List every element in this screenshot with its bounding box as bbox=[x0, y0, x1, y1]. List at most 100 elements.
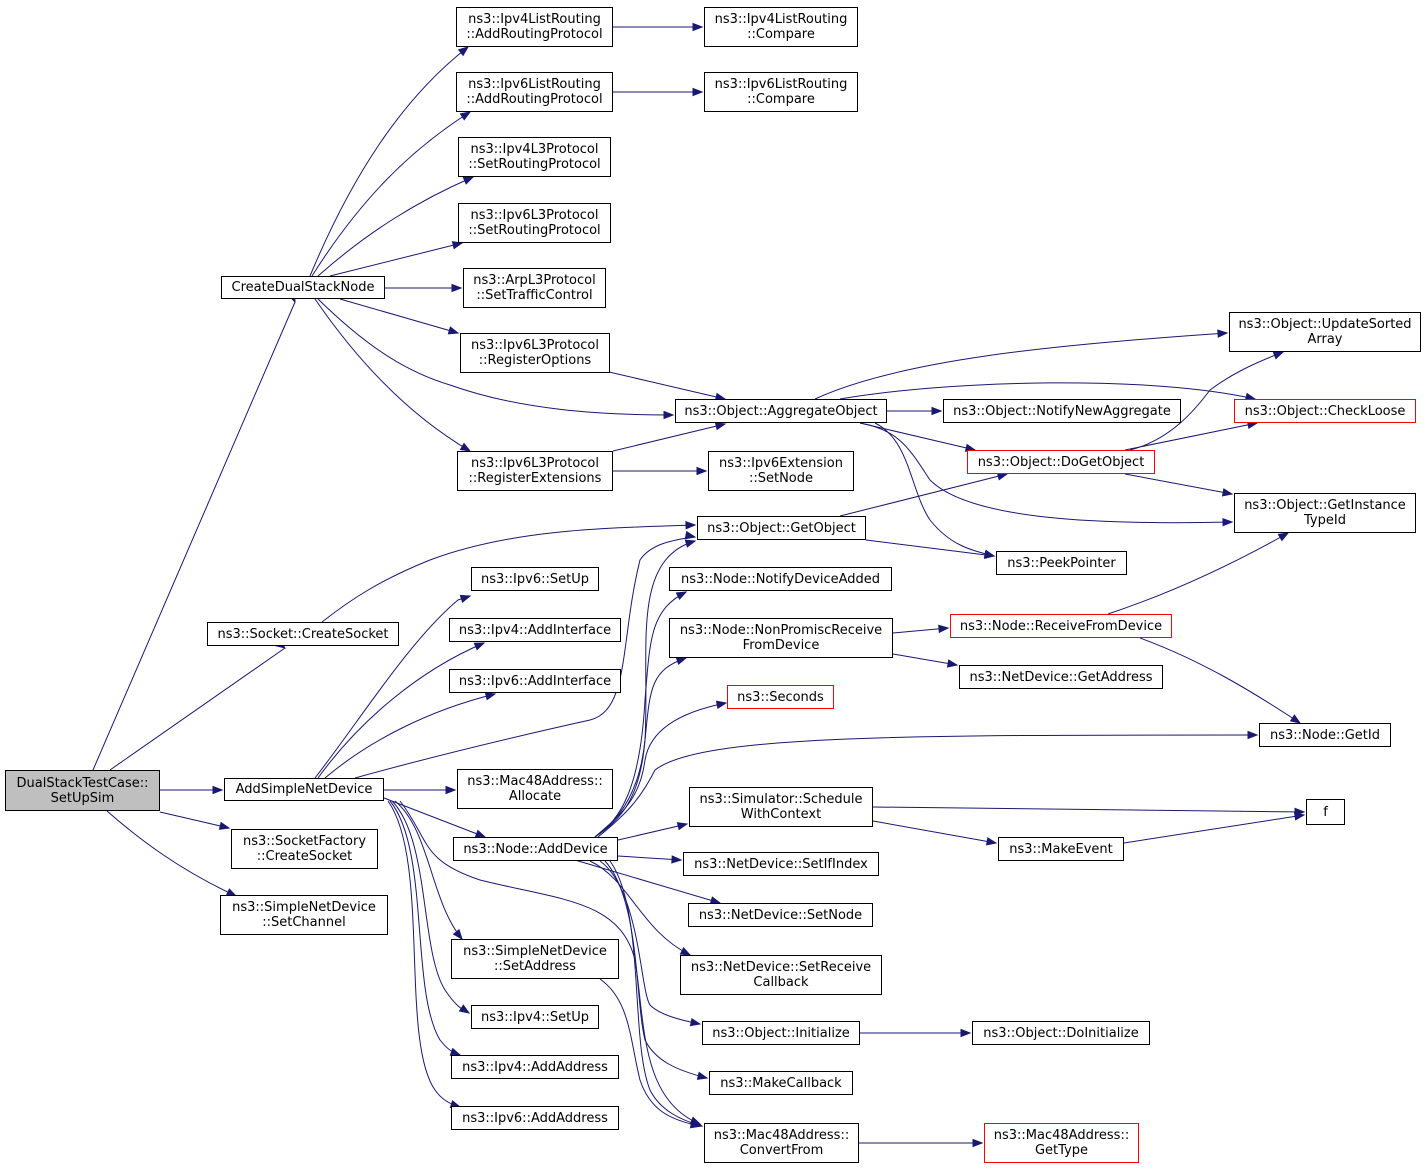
node-net-device-get-address[interactable]: ns3::NetDevice::GetAddress bbox=[959, 665, 1163, 689]
node-simple-net-device-set-channel[interactable]: ns3::SimpleNetDevice ::SetChannel bbox=[220, 895, 388, 935]
edge-non-promisc-receive-from-device-arrowhead bbox=[938, 624, 950, 634]
edge-schedule-f bbox=[872, 806, 1306, 817]
node-ipv6-set-up[interactable]: ns3::Ipv6::SetUp bbox=[471, 567, 599, 591]
node-label-line: ns3::SocketFactory bbox=[242, 834, 367, 849]
node-ipv4-list-routing-add-routing-protocol[interactable]: ns3::Ipv4ListRouting ::AddRoutingProtoco… bbox=[456, 7, 613, 47]
edge-asnd-get-object-line bbox=[354, 536, 696, 779]
node-object-do-get-object[interactable]: ns3::Object::DoGetObject bbox=[967, 450, 1155, 474]
node-add-simple-net-device[interactable]: AddSimpleNetDevice bbox=[224, 778, 384, 801]
node-label-line: ns3::Ipv6ListRouting bbox=[468, 77, 601, 92]
node-node-non-promisc-receive-from-device[interactable]: ns3::Node::NonPromiscReceive FromDevice bbox=[669, 618, 893, 658]
node-peek-pointer[interactable]: ns3::PeekPointer bbox=[996, 551, 1127, 575]
edge-asnd-ipv6-add-address-line bbox=[387, 800, 461, 1108]
edge-aggregate-do-get-object-line bbox=[859, 422, 976, 451]
edge-receive-from-device-get-id-line bbox=[1139, 637, 1301, 724]
node-node-get-id[interactable]: ns3::Node::GetId bbox=[1259, 723, 1391, 747]
node-label-line: DualStackTestCase:: bbox=[16, 775, 149, 791]
node-mac48-address-convert-from[interactable]: ns3::Mac48Address:: ConvertFrom bbox=[704, 1123, 859, 1163]
node-ipv6-list-routing-compare[interactable]: ns3::Ipv6ListRouting ::Compare bbox=[704, 72, 858, 112]
edge-do-get-object-get-instance-type-id-line bbox=[1124, 473, 1233, 495]
node-ipv4-add-interface[interactable]: ns3::Ipv4::AddInterface bbox=[449, 618, 621, 642]
edge-cdsn-ipv6-l3-set-routing bbox=[329, 241, 464, 277]
node-label-line: ns3::Node::AddDevice bbox=[463, 841, 608, 857]
edge-nad-seconds-line bbox=[594, 702, 727, 838]
edge-aggregate-check-loose bbox=[839, 382, 1257, 401]
node-ipv4-add-address[interactable]: ns3::Ipv4::AddAddress bbox=[451, 1055, 619, 1079]
edge-cdsn-aggregate-object-arrowhead bbox=[663, 410, 675, 420]
node-object-get-object[interactable]: ns3::Object::GetObject bbox=[697, 516, 866, 540]
edge-nad-seconds-arrowhead bbox=[715, 700, 728, 709]
node-label-line: ::AddRoutingProtocol bbox=[466, 92, 603, 107]
node-label-line: ns3::Object::GetObject bbox=[707, 520, 856, 536]
edge-nad-set-if-index bbox=[617, 855, 683, 864]
node-ipv6-l3-protocol-set-routing-protocol[interactable]: ns3::Ipv6L3Protocol ::SetRoutingProtocol bbox=[458, 203, 611, 243]
node-f[interactable]: f bbox=[1306, 799, 1345, 825]
node-label-line: CreateDualStackNode bbox=[231, 280, 375, 295]
edge-register-options-aggregate-object bbox=[608, 371, 727, 401]
node-simulator-schedule-with-context[interactable]: ns3::Simulator::Schedule WithContext bbox=[689, 787, 873, 827]
node-label-line: ::SetRoutingProtocol bbox=[468, 157, 601, 172]
node-ipv6-l3-protocol-register-extensions[interactable]: ns3::Ipv6L3Protocol ::RegisterExtensions bbox=[457, 451, 613, 491]
edge-nad-get-object-line bbox=[594, 540, 696, 838]
node-create-dual-stack-node[interactable]: CreateDualStackNode bbox=[221, 276, 385, 299]
edge-root-create-dual-stack-node-line bbox=[92, 301, 296, 771]
node-label-line: ns3::Object::CheckLoose bbox=[1244, 403, 1406, 419]
node-ipv6-l3-protocol-register-options[interactable]: ns3::Ipv6L3Protocol ::RegisterOptions bbox=[460, 333, 610, 373]
node-socket-create-socket[interactable]: ns3::Socket::CreateSocket bbox=[207, 622, 399, 646]
node-label-line: ns3::Node::NotifyDeviceAdded bbox=[680, 571, 881, 587]
node-object-notify-new-aggregate[interactable]: ns3::Object::NotifyNewAggregate bbox=[943, 399, 1181, 423]
node-node-add-device[interactable]: ns3::Node::AddDevice bbox=[453, 837, 618, 861]
node-net-device-set-if-index[interactable]: ns3::NetDevice::SetIfIndex bbox=[683, 852, 879, 876]
edge-nad-schedule-with-context bbox=[617, 822, 689, 841]
node-label-line: ns3::Object::NotifyNewAggregate bbox=[953, 403, 1171, 419]
edge-nad-set-receive-callback bbox=[589, 860, 692, 956]
node-label-line: SetUpSim bbox=[50, 790, 115, 806]
edge-nad-mac48-convert-from bbox=[609, 860, 704, 1128]
edge-root-socket-factory bbox=[159, 811, 231, 830]
node-label-line: ns3::Ipv4::SetUp bbox=[481, 1009, 589, 1025]
node-object-update-sorted-array[interactable]: ns3::Object::UpdateSorted Array bbox=[1229, 312, 1421, 352]
node-socket-factory-create-socket[interactable]: ns3::SocketFactory ::CreateSocket bbox=[231, 829, 378, 869]
edge-cdsn-ipv6-list-routing-add-line bbox=[311, 111, 471, 277]
edge-nad-notify-device-added-arrowhead bbox=[675, 591, 688, 601]
edge-asnd-node-add-device-line bbox=[383, 797, 486, 838]
edge-asnd-mac48-convert-from-line bbox=[399, 800, 701, 1125]
node-label-line: ns3::Ipv4::AddInterface bbox=[458, 622, 612, 638]
edge-nad-set-if-index-arrowhead bbox=[671, 855, 683, 864]
edge-do-get-object-check-loose-line bbox=[1124, 422, 1258, 451]
node-ipv4-set-up[interactable]: ns3::Ipv4::SetUp bbox=[471, 1005, 599, 1029]
edge-non-promisc-get-address bbox=[892, 653, 959, 668]
node-object-do-initialize[interactable]: ns3::Object::DoInitialize bbox=[972, 1021, 1150, 1045]
node-seconds[interactable]: ns3::Seconds bbox=[727, 685, 834, 709]
node-node-notify-device-added[interactable]: ns3::Node::NotifyDeviceAdded bbox=[669, 567, 892, 591]
edge-nad-set-receive-callback-line bbox=[589, 860, 691, 956]
node-mac48-address-allocate[interactable]: ns3::Mac48Address:: Allocate bbox=[457, 769, 613, 809]
node-make-callback[interactable]: ns3::MakeCallback bbox=[709, 1071, 853, 1095]
node-node-receive-from-device[interactable]: ns3::Node::ReceiveFromDevice bbox=[950, 614, 1172, 638]
edge-nad-get-object bbox=[594, 539, 697, 838]
node-label-line: ns3::Ipv4L3Protocol bbox=[470, 142, 599, 157]
node-net-device-set-receive-callback[interactable]: ns3::NetDevice::SetReceive Callback bbox=[680, 955, 882, 995]
node-ipv6-list-routing-add-routing-protocol[interactable]: ns3::Ipv6ListRouting ::AddRoutingProtoco… bbox=[456, 72, 613, 112]
node-label-line: ns3::Mac48Address:: bbox=[467, 774, 603, 789]
node-object-check-loose[interactable]: ns3::Object::CheckLoose bbox=[1234, 399, 1416, 423]
edge-aggregate-check-loose-line bbox=[839, 382, 1256, 400]
node-ipv6-add-address[interactable]: ns3::Ipv6::AddAddress bbox=[451, 1106, 619, 1130]
node-make-event[interactable]: ns3::MakeEvent bbox=[998, 837, 1124, 861]
node-object-get-instance-type-id[interactable]: ns3::Object::GetInstance TypeId bbox=[1234, 493, 1416, 533]
node-label-line: AddSimpleNetDevice bbox=[235, 782, 373, 797]
node-simple-net-device-set-address[interactable]: ns3::SimpleNetDevice ::SetAddress bbox=[451, 939, 619, 979]
node-ipv4-list-routing-compare[interactable]: ns3::Ipv4ListRouting ::Compare bbox=[704, 7, 858, 47]
node-object-aggregate-object[interactable]: ns3::Object::AggregateObject bbox=[675, 399, 887, 423]
edge-receive-from-device-get-instance-type-id-line bbox=[1107, 532, 1289, 615]
node-net-device-set-node[interactable]: ns3::NetDevice::SetNode bbox=[688, 903, 873, 927]
edge-nad-schedule-with-context-line bbox=[617, 823, 688, 841]
node-ipv4-l3-protocol-set-routing-protocol[interactable]: ns3::Ipv4L3Protocol ::SetRoutingProtocol bbox=[458, 137, 611, 177]
node-ipv6-add-interface[interactable]: ns3::Ipv6::AddInterface bbox=[449, 669, 621, 693]
node-mac48-address-get-type[interactable]: ns3::Mac48Address:: GetType bbox=[984, 1123, 1139, 1163]
node-object-initialize[interactable]: ns3::Object::Initialize bbox=[702, 1021, 860, 1045]
node-ipv6-extension-set-node[interactable]: ns3::Ipv6Extension ::SetNode bbox=[708, 451, 854, 491]
edge-initialize-do-initialize bbox=[860, 1028, 972, 1038]
node-arp-l3-protocol-set-traffic-control[interactable]: ns3::ArpL3Protocol ::SetTrafficControl bbox=[463, 268, 606, 308]
